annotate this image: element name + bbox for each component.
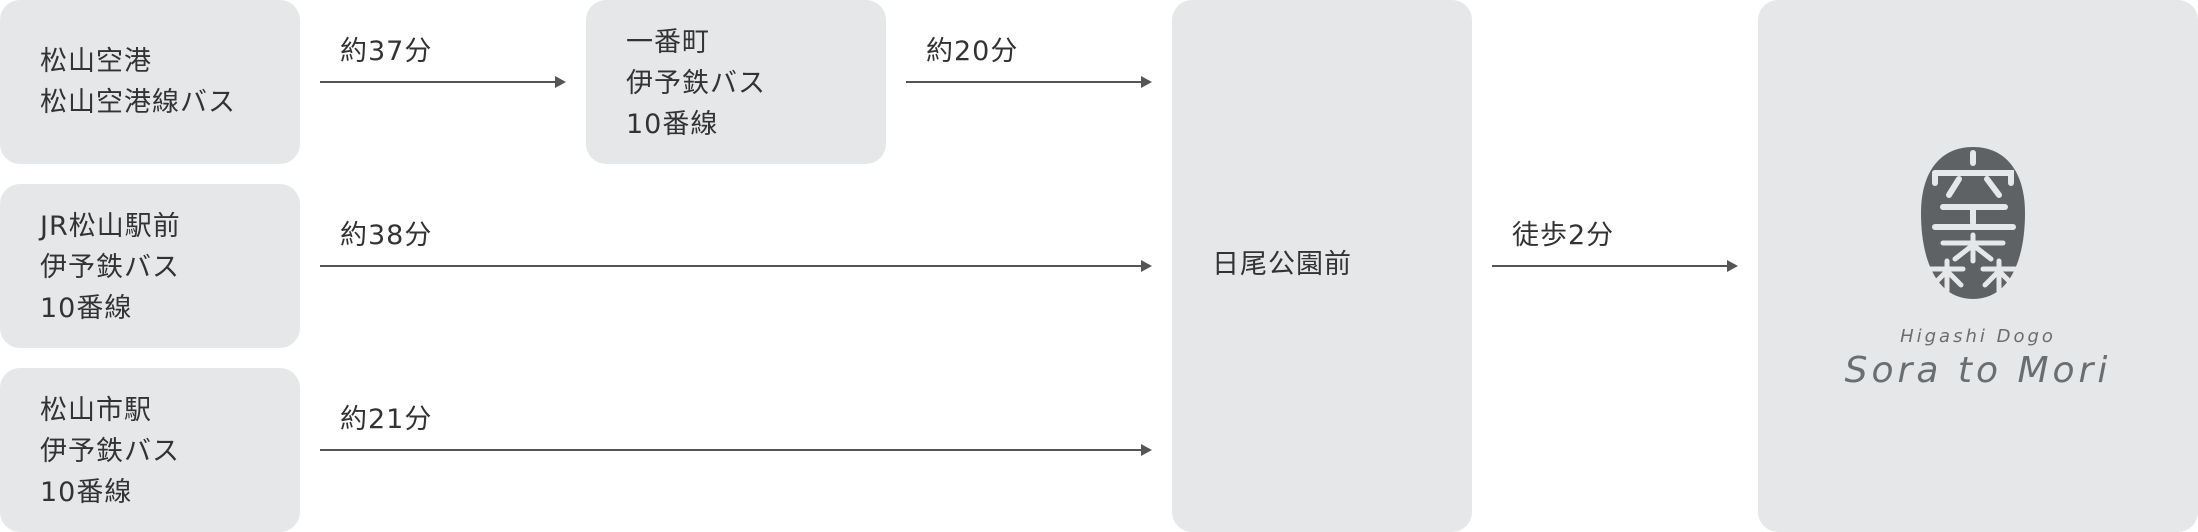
destination-box: Higashi Dogo Sora to Mori: [1758, 0, 2198, 532]
origin-jr-line-1: JR松山駅前: [40, 211, 181, 242]
origin-jr-line-2: 伊予鉄バス: [40, 252, 180, 283]
sora-to-mori-seal-logo: [1921, 147, 2025, 299]
duration-shieki-to-hio: 約21分: [340, 404, 433, 435]
duration-jr-to-hio: 約38分: [340, 220, 433, 251]
arrow-walk: [1492, 260, 1738, 272]
logo-title: Sora to Mori: [1844, 350, 2112, 391]
duration-walk: 徒歩2分: [1512, 220, 1615, 251]
origin-box-shi-station: 松山市駅 伊予鉄バス 10番線: [0, 368, 300, 532]
transfer-line-2: 伊予鉄バス: [626, 68, 766, 99]
origin-airport-line-2: 松山空港線バス: [40, 87, 236, 118]
logo-subtitle: Higashi Dogo: [1900, 326, 2056, 347]
arrow-shieki-to-hio: [320, 444, 1152, 456]
stop-box-hio-koen-mae: 日尾公園前: [1172, 0, 1472, 532]
origin-shieki-line-1: 松山市駅: [40, 395, 152, 426]
origin-jr-line-3: 10番線: [40, 293, 133, 324]
stop-name: 日尾公園前: [1212, 249, 1352, 280]
arrow-jr-to-hio: [320, 260, 1152, 272]
arrow-airport-to-ichibancho: [320, 76, 566, 88]
transfer-line-3: 10番線: [626, 109, 719, 140]
origin-shieki-line-3: 10番線: [40, 477, 133, 508]
origin-airport-line-1: 松山空港: [40, 46, 152, 77]
duration-airport-to-ichibancho: 約37分: [340, 36, 433, 67]
arrow-ichibancho-to-hio: [906, 76, 1152, 88]
origin-box-airport: 松山空港 松山空港線バス: [0, 0, 300, 164]
duration-ichibancho-to-hio: 約20分: [926, 36, 1019, 67]
transfer-line-1: 一番町: [626, 27, 710, 58]
transfer-box-ichibancho: 一番町 伊予鉄バス 10番線: [586, 0, 886, 164]
origin-box-jr-station: JR松山駅前 伊予鉄バス 10番線: [0, 184, 300, 348]
origin-shieki-line-2: 伊予鉄バス: [40, 436, 180, 467]
